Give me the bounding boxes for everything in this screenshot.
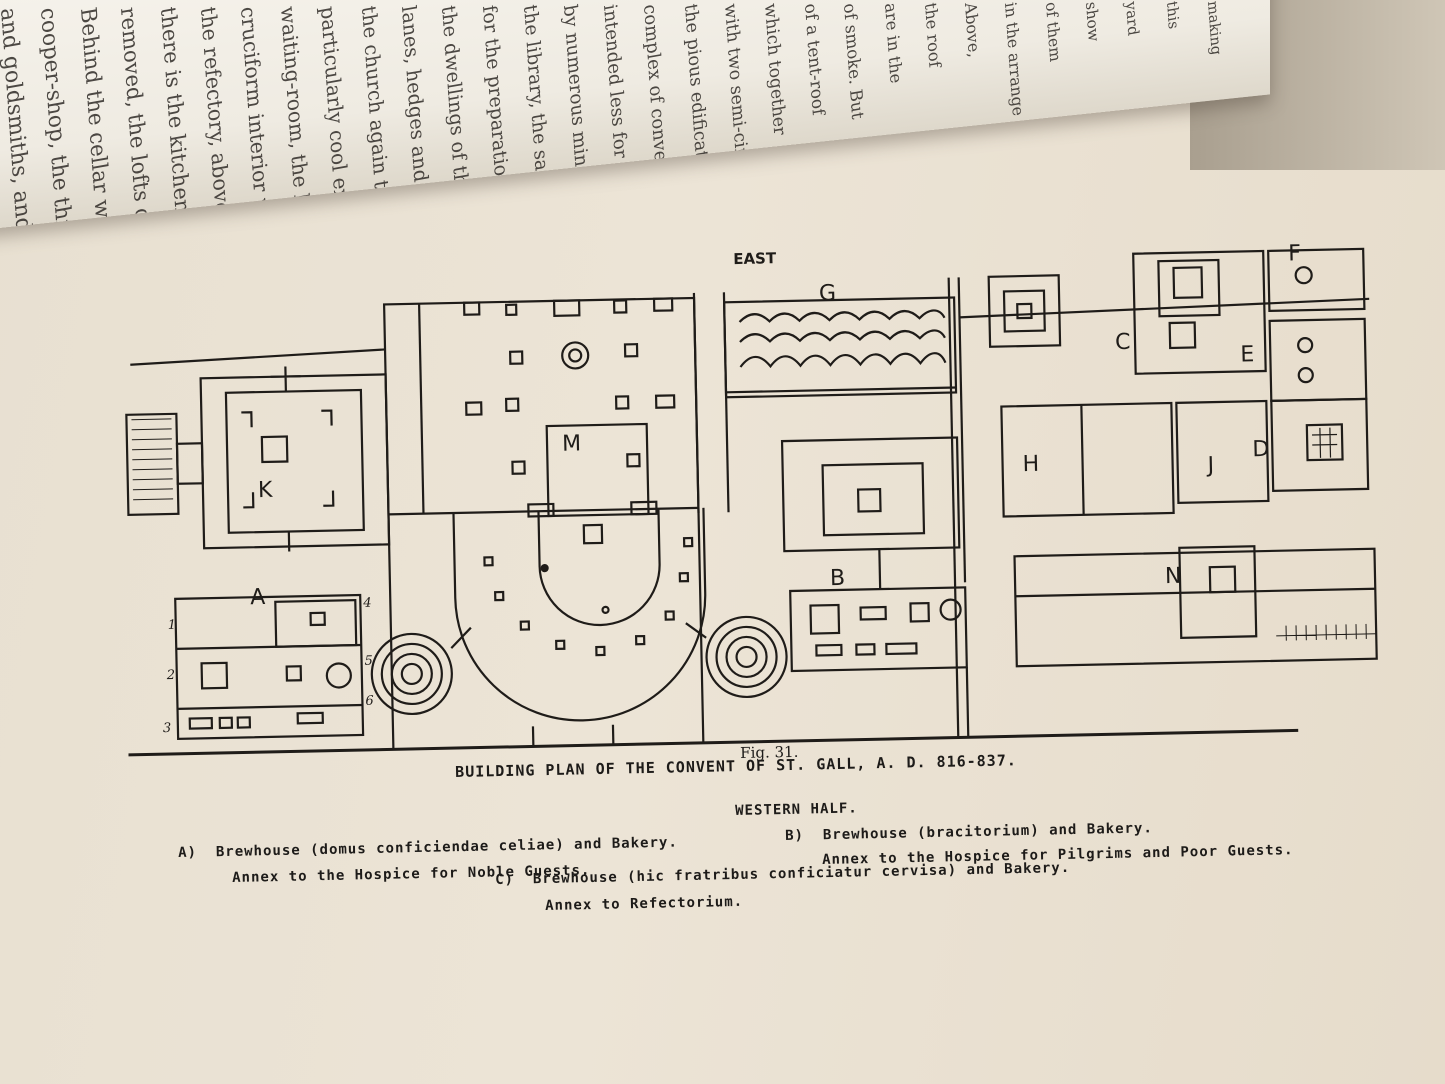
building-b: [789, 586, 970, 738]
legend-b-text: Brewhouse (bracitorium) and Bakery.: [822, 820, 1153, 844]
plan-letter-j: J: [1205, 453, 1214, 478]
facing-page-line: particularly cool exposure: [316, 4, 359, 231]
plan-letter-h: H: [1022, 452, 1039, 477]
plan-letter-n: N: [1165, 564, 1182, 589]
facing-page-line: intended less for the devotion: [599, 2, 640, 231]
facing-page-line: of a tent-roof: [800, 1, 828, 117]
facing-page-line: lanes, hedges and walls: [397, 3, 437, 231]
legend-a-text: Brewhouse (domus conficiendae celiae) an…: [215, 834, 678, 861]
facing-page: and goldsmiths, and even thecooper-shop,…: [0, 0, 1270, 231]
facing-page-line: waiting-room, the living-room: [276, 4, 322, 231]
facing-page-line: cooper-shop, the threshing: [35, 5, 81, 231]
facing-page-line: the church again these are: [357, 3, 399, 231]
facing-page-line: complex of convent: [639, 2, 673, 182]
right-wing: [947, 247, 1378, 738]
plan-letter-a: A: [250, 585, 266, 610]
facing-page-line: cruciform interior wall: [236, 4, 277, 231]
plan-letter-g: G: [819, 281, 837, 306]
plan-number-4: 4: [362, 596, 372, 611]
legend-b-key: B): [785, 827, 805, 844]
facing-page-line: are in the: [881, 1, 906, 85]
facing-page-line: yard: [1122, 0, 1143, 38]
round-towers: [370, 615, 788, 716]
building-g: [723, 296, 958, 399]
facing-page-line: the library, the sacristy: [519, 3, 556, 226]
facing-page-line: of smoke. But: [840, 1, 869, 121]
plan-numbers: 1 2 3 4 5 6: [163, 596, 374, 736]
legend-a-line1: A) Brewhouse (domus conficiendae celiae)…: [178, 835, 678, 861]
facing-page-line: the dwellings of the principal: [437, 3, 480, 231]
plan-letter-c: C: [1115, 330, 1131, 355]
legend-b-line1: B) Brewhouse (bracitorium) and Bakery.: [785, 820, 1153, 844]
church-m: [382, 292, 730, 751]
plan-letter-f: F: [1288, 241, 1301, 266]
plan-baseline: [128, 728, 1299, 757]
plan-letter-b: B: [830, 566, 846, 591]
facing-page-line: of them: [1042, 0, 1065, 64]
facing-page-line: show: [1082, 0, 1103, 43]
facing-page-line: the pious edification of: [680, 2, 715, 211]
plan-letter-m: M: [562, 431, 582, 456]
facing-page-line: for the preparation of the host: [478, 3, 521, 231]
facing-page-line: Behind the cellar was the: [75, 5, 120, 231]
legend-c-line2: Annex to Refectorium.: [545, 893, 744, 914]
plan-number-3: 3: [163, 721, 172, 736]
facing-page-line: which together: [760, 1, 790, 137]
facing-page-line: with two semi-circular: [720, 2, 754, 203]
cloister-block: [780, 436, 961, 590]
plan-number-1: 1: [168, 618, 177, 633]
plan-number-6: 6: [365, 694, 374, 709]
plan-letter-e: E: [1240, 342, 1254, 367]
plan-orientation-label: EAST: [733, 249, 777, 268]
facing-page-line: the roof: [921, 1, 945, 69]
plan-letter-k: K: [258, 478, 274, 503]
plan-letters: EAST K M A G B C F E H J D N: [250, 241, 1301, 610]
facing-page-line: making: [1204, 0, 1224, 57]
floor-plan-drawing: EAST K M A G B C F E H J D N 1 2 3 4 5 6: [125, 241, 1378, 757]
plan-number-2: 2: [166, 668, 176, 683]
facing-page-line: Above,: [961, 0, 984, 59]
facing-page-line: in the arrange: [1001, 0, 1028, 118]
legend-a-key: A): [178, 844, 198, 861]
plan-letter-d: D: [1252, 437, 1269, 462]
building-a: [174, 593, 365, 740]
facing-page-line: by numerous minor buildings: [559, 2, 600, 231]
building-k: [125, 366, 391, 552]
facing-page-line: this: [1163, 0, 1182, 31]
legend-c-text: Brewhouse (hic fratribus conficiatur cer…: [532, 859, 1071, 888]
plan-number-5: 5: [364, 654, 373, 669]
floor-plan-figure: EAST K M A G B C F E H J D N 1 2 3 4 5 6: [118, 228, 1419, 775]
plan-top-rule-left: [130, 348, 386, 366]
figure-subtitle: WESTERN HALF.: [735, 800, 858, 819]
legend-c-key: C): [495, 871, 515, 888]
